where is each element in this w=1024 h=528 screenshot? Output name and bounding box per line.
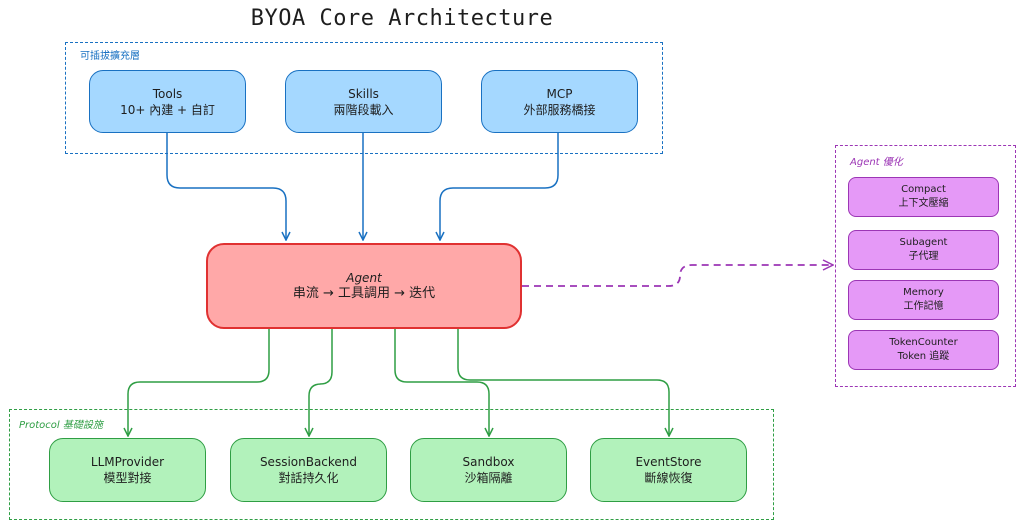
arrow-agent-to-llmprovider	[128, 329, 270, 436]
agent-optimization-label: Agent 優化	[850, 157, 903, 168]
arrow-agent-to-sessionbackend	[309, 329, 333, 436]
node-title: SessionBackend	[259, 455, 358, 469]
node-subtitle: 子代理	[908, 251, 939, 262]
arrow-agent-to-eventstore	[457, 329, 669, 436]
node-title: Memory	[903, 287, 944, 298]
agent-subtitle: 串流 → 工具調用 → 迭代	[292, 286, 436, 301]
arrow-agent-to-optimizations	[522, 265, 833, 287]
node-subtitle: 模型對接	[103, 471, 152, 485]
node-mcp[interactable]: MCP 外部服務橋接	[481, 70, 638, 133]
agent-optimization-group: Agent 優化	[835, 145, 1016, 387]
diagram-title: BYOA Core Architecture	[250, 6, 554, 31]
node-title: Sandbox	[462, 455, 515, 469]
plugin-layer-group: 可插拔擴充層	[65, 42, 663, 154]
node-skills[interactable]: Skills 兩階段載入	[285, 70, 442, 133]
node-subtitle: 上下文壓縮	[898, 198, 949, 209]
node-subtitle: 對話持久化	[278, 471, 339, 485]
node-subagent[interactable]: Subagent 子代理	[848, 230, 999, 270]
arrow-tools-to-agent	[166, 133, 286, 240]
node-title: MCP	[546, 86, 573, 101]
node-title: EventStore	[635, 455, 702, 469]
arrow-agent-to-sandbox	[394, 329, 489, 436]
node-compact[interactable]: Compact 上下文壓縮	[848, 177, 999, 217]
node-subtitle: 外部服務橋接	[523, 102, 596, 117]
node-tokencounter[interactable]: TokenCounter Token 追蹤	[848, 330, 999, 370]
node-subtitle: 工作記憶	[903, 301, 944, 312]
node-agent[interactable]: Agent 串流 → 工具調用 → 迭代	[206, 243, 522, 329]
node-llmprovider[interactable]: LLMProvider 模型對接	[49, 438, 206, 502]
node-subtitle: 斷線恢復	[644, 471, 693, 485]
node-title: Compact	[901, 184, 946, 195]
node-title: Subagent	[899, 237, 948, 248]
node-title: Tools	[152, 86, 183, 101]
node-subtitle: 10+ 內建 + 自訂	[120, 102, 215, 117]
plugin-layer-label: 可插拔擴充層	[80, 51, 140, 62]
node-sandbox[interactable]: Sandbox 沙箱隔離	[410, 438, 567, 502]
arrow-mcp-to-agent	[440, 133, 559, 240]
node-eventstore[interactable]: EventStore 斷線恢復	[590, 438, 747, 502]
node-title: TokenCounter	[889, 337, 958, 348]
protocol-infrastructure-label: Protocol 基礎設施	[19, 420, 103, 431]
protocol-infrastructure-group: Protocol 基礎設施	[9, 409, 774, 520]
node-title: LLMProvider	[90, 455, 165, 469]
node-memory[interactable]: Memory 工作記憶	[848, 280, 999, 320]
node-tools[interactable]: Tools 10+ 內建 + 自訂	[89, 70, 246, 133]
node-subtitle: Token 追蹤	[897, 351, 950, 362]
node-title: Skills	[348, 86, 379, 101]
node-subtitle: 兩階段載入	[333, 102, 394, 117]
agent-title: Agent	[346, 271, 382, 285]
node-sessionbackend[interactable]: SessionBackend 對話持久化	[230, 438, 387, 502]
node-subtitle: 沙箱隔離	[464, 471, 513, 485]
